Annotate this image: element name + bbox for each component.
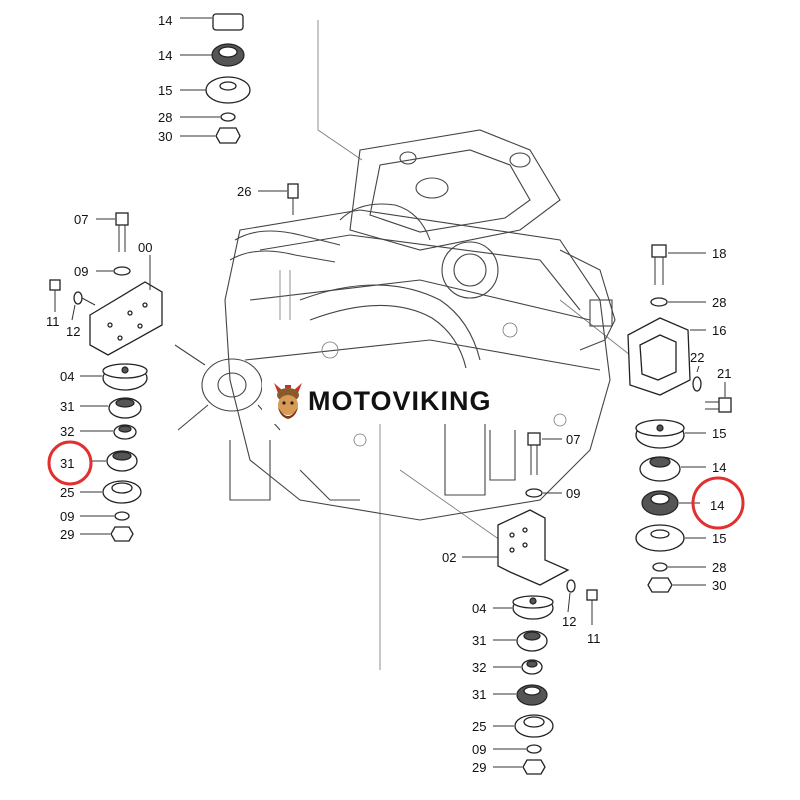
label-09-left: 09 <box>74 264 88 279</box>
label-04-left: 04 <box>60 369 74 384</box>
label-22: 22 <box>690 350 704 365</box>
label-16: 16 <box>712 323 726 338</box>
part-09-washer-center[interactable] <box>525 488 543 498</box>
label-28-right-b: 28 <box>712 560 726 575</box>
label-12-left: 12 <box>66 324 80 339</box>
label-31-center-a: 31 <box>472 633 486 648</box>
part-12-washer-left[interactable] <box>73 291 83 305</box>
part-11-bolt-left[interactable] <box>49 279 61 291</box>
label-14-top: 14 <box>158 48 172 63</box>
label-15-top: 15 <box>158 83 172 98</box>
label-25-left: 25 <box>60 485 74 500</box>
label-04-center: 04 <box>472 601 486 616</box>
part-09-washer-left-b[interactable] <box>114 511 130 521</box>
part-00-bracket-plate[interactable] <box>89 281 163 356</box>
highlight-circle-14 <box>691 476 745 530</box>
part-28-washer-top[interactable] <box>220 112 236 122</box>
label-11-center: 11 <box>587 631 601 646</box>
label-29-left: 29 <box>60 527 74 542</box>
label-15-right-a: 15 <box>712 426 726 441</box>
label-31-left-b: 31 <box>60 456 74 471</box>
label-09-left-b: 09 <box>60 509 74 524</box>
watermark-brand-text: MOTOVIKING <box>308 385 492 416</box>
label-25-center: 25 <box>472 719 486 734</box>
label-21: 21 <box>717 366 731 381</box>
top-mount-stack: 14 14 15 28 30 <box>158 13 251 144</box>
label-07-left: 07 <box>74 212 88 227</box>
center-mount-stack: 07 09 02 04 12 11 31 32 <box>442 432 601 775</box>
label-26: 26 <box>237 184 251 199</box>
label-12-center: 12 <box>562 614 576 629</box>
part-29-nut-left[interactable] <box>110 526 134 542</box>
label-31-left-a: 31 <box>60 399 74 414</box>
highlight-circle-31 <box>47 440 93 486</box>
label-30-right: 30 <box>712 578 726 593</box>
label-28-top: 28 <box>158 110 172 125</box>
part-30-nut-top[interactable] <box>215 127 241 144</box>
part-29-nut-center[interactable] <box>522 759 546 775</box>
label-18: 18 <box>712 246 726 261</box>
label-32-center: 32 <box>472 660 486 675</box>
part-12-washer-center[interactable] <box>566 579 576 593</box>
label-00: 00 <box>138 240 152 255</box>
part-30-nut-right[interactable] <box>647 577 673 593</box>
label-07-center: 07 <box>566 432 580 447</box>
part-21-bolt-right[interactable] <box>718 397 732 413</box>
label-30-top: 30 <box>158 129 172 144</box>
part-07-bolt-center[interactable] <box>527 432 541 446</box>
part-22-washer-right[interactable] <box>692 376 702 392</box>
part-02-bracket-center[interactable] <box>497 509 570 586</box>
label-09-center: 09 <box>566 486 580 501</box>
label-11-left: 11 <box>46 314 60 329</box>
part-26-sensor[interactable] <box>287 183 299 199</box>
part-28-washer-right-b[interactable] <box>652 562 668 572</box>
part-11-bolt-center[interactable] <box>586 589 598 601</box>
right-mount-stack: 18 28 16 22 21 15 14 <box>627 244 745 593</box>
label-02: 02 <box>442 550 456 565</box>
label-28-right: 28 <box>712 295 726 310</box>
part-28-washer-right[interactable] <box>650 297 668 307</box>
sensor-26: 26 <box>237 183 299 215</box>
label-09-center-b: 09 <box>472 742 486 757</box>
part-07-bolt-left[interactable] <box>115 212 129 226</box>
label-32-left: 32 <box>60 424 74 439</box>
left-mount-stack: 07 09 00 11 12 04 31 <box>46 212 163 542</box>
label-14-right-b: 14 <box>710 498 724 513</box>
label-31-center-b: 31 <box>472 687 486 702</box>
label-15-right-b: 15 <box>712 531 726 546</box>
viking-mascot-icon <box>274 383 302 419</box>
engine-block-drawing <box>174 20 631 670</box>
watermark-logo: MOTOVIKING <box>262 378 536 424</box>
label-14-top-clip: 14 <box>158 13 172 28</box>
part-09-washer-left[interactable] <box>113 266 131 276</box>
part-14-rubber-top-clip[interactable] <box>212 13 244 31</box>
part-09-washer-center-b[interactable] <box>526 744 542 754</box>
label-14-right-a: 14 <box>712 460 726 475</box>
label-29-center: 29 <box>472 760 486 775</box>
part-18-bolt-right[interactable] <box>651 244 667 258</box>
